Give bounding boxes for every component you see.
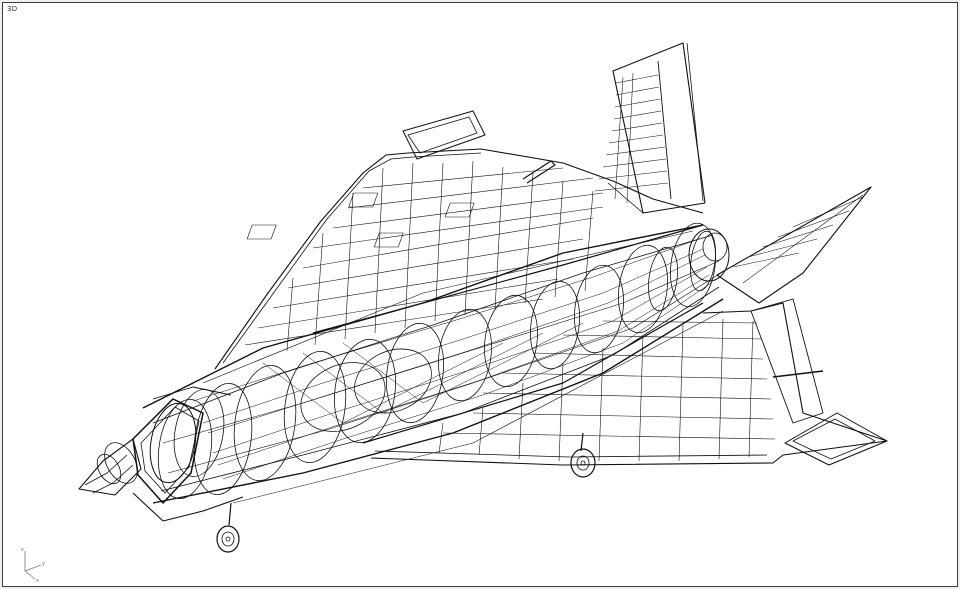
viewport-label[interactable]: 3D	[7, 5, 18, 13]
axis-triad-icon: z y x	[21, 547, 45, 583]
main-landing-gear	[571, 433, 595, 477]
upper-wing	[215, 111, 703, 369]
nose-section	[79, 386, 243, 521]
axis-x-label: x	[36, 578, 39, 583]
nose-landing-gear	[217, 503, 239, 552]
axis-y-label: y	[42, 561, 45, 567]
vertical-tail	[595, 43, 705, 213]
fuselage	[143, 220, 729, 503]
axis-z-label: z	[21, 547, 24, 553]
right-stabilizer	[717, 187, 871, 303]
wireframe-model[interactable]	[3, 3, 957, 586]
lower-wing	[371, 299, 887, 465]
